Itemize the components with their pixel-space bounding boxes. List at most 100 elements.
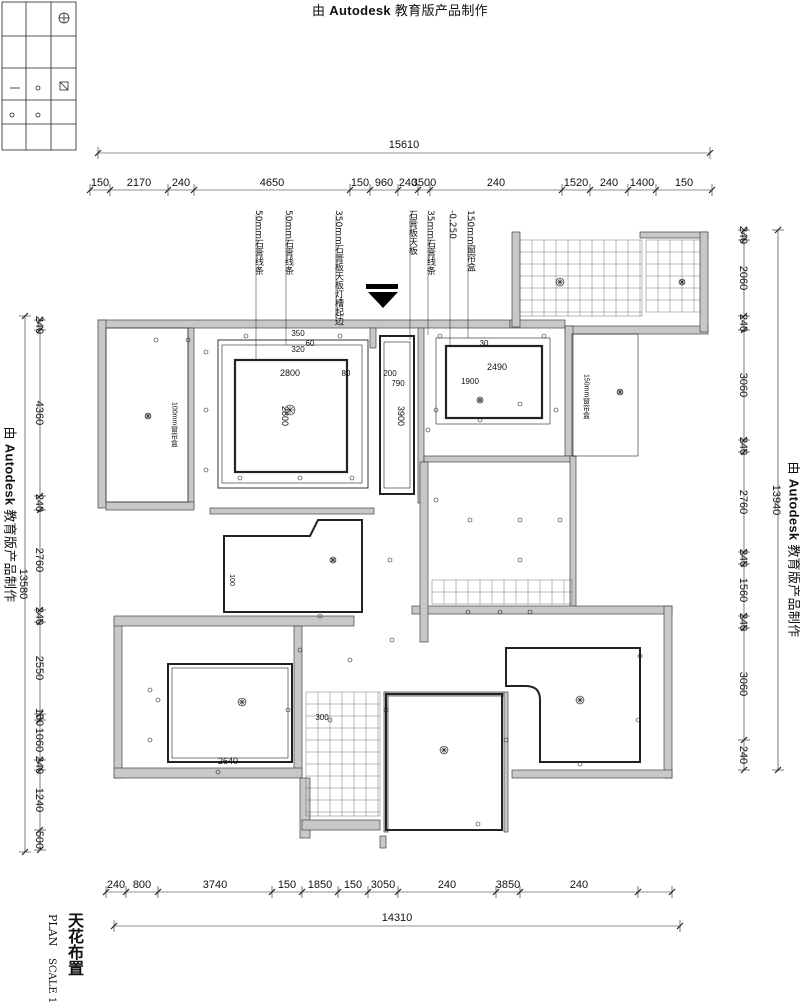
left-dim-seg-label: 2760: [33, 548, 45, 572]
top-dim-seg-label: 240: [172, 177, 190, 189]
right-dim-seg-label: 240: [737, 226, 749, 244]
bath2-tiles-frame: [306, 692, 380, 816]
kitchen-light-ray: [557, 282, 560, 285]
downlight: [388, 558, 392, 562]
legend-table: [2, 2, 76, 150]
living-ceiling-mid: [222, 345, 362, 483]
note-label: 35mm石膏线条: [425, 210, 436, 275]
elevation-marker: [366, 284, 398, 308]
bedroom-ceiling: [168, 664, 292, 762]
right-dim-seg-label: 3060: [737, 672, 749, 696]
balcony-room-light-ray: [148, 416, 150, 418]
room-dim-offset: 80: [342, 369, 351, 378]
balcony-room-light-ray: [146, 416, 148, 418]
study-light-ray: [333, 558, 335, 560]
left-dim-seg-label: 240: [33, 607, 45, 625]
right-dim-overall-label: 13940: [770, 485, 782, 516]
room-dim-offset: 1900: [461, 377, 479, 386]
dining-light-ray: [480, 398, 482, 400]
dining-light-ray: [480, 400, 482, 402]
top-dim-seg-label: 1400: [630, 177, 654, 189]
right-dim-seg-label: 240: [737, 314, 749, 332]
balcony-room-light-ray: [146, 414, 148, 416]
note-label: -0.250: [447, 210, 457, 239]
downlight: [204, 468, 208, 472]
room-dim-bedroom-w: 2640: [218, 756, 238, 766]
top-dim-seg-label: 1520: [564, 177, 588, 189]
downlight: [156, 698, 160, 702]
drawing-scale-label: SCALE 1: [46, 958, 57, 1003]
watermark-left: 由 Autodesk 教育版产品制作: [2, 355, 21, 675]
right-dim-seg-label: 240: [737, 437, 749, 455]
bottom-dim-seg-label: 240: [107, 879, 125, 891]
downlight: [518, 518, 522, 522]
study-ceiling: [224, 520, 362, 612]
bottom-dim-seg-label: 150: [278, 879, 296, 891]
downlight: [204, 408, 208, 412]
bottom-dim-overall-label: 14310: [382, 912, 413, 924]
note-label: 50mm石膏线条: [283, 210, 294, 275]
downlight: [350, 476, 354, 480]
ceiling-outlines: [106, 328, 640, 830]
room-dim-offset: 300: [315, 713, 329, 722]
downlight: [554, 408, 558, 412]
top-dim-seg-label: 240: [600, 177, 618, 189]
top-dim-seg-label: 4650: [260, 177, 284, 189]
bedroom-light-ray: [239, 702, 242, 705]
balcony-room-light-ray: [148, 414, 150, 416]
right-dim-seg-label: 240: [737, 746, 749, 764]
right-dim-seg-label: 1560: [737, 578, 749, 602]
left-dim-seg-label: 500: [33, 831, 45, 849]
downlight: [468, 518, 472, 522]
top-dim-seg-label: 2170: [127, 177, 151, 189]
balcony-light-ray: [680, 282, 682, 284]
bottom-dim-seg-label: 3050: [371, 879, 395, 891]
drawing-plan-label: PLAN: [46, 914, 59, 946]
note-label: 石膏板天板: [407, 210, 418, 256]
top-dim-seg-label: 150: [675, 177, 693, 189]
center-room-light-ray: [444, 747, 447, 750]
downlight: [148, 738, 152, 742]
dining-ceiling-outer: [436, 338, 550, 424]
downlight: [426, 428, 430, 432]
room-dim-living-w: 2800: [280, 368, 300, 378]
room-dim-offset: 790: [391, 379, 405, 388]
downlight: [244, 334, 248, 338]
room-dim-offset: 30: [480, 339, 489, 348]
downlight: [390, 638, 394, 642]
top-dim-overall-label: 15610: [389, 139, 420, 151]
room-dim-offset: 350: [291, 329, 305, 338]
downlight: [154, 338, 158, 342]
left-dim-seg-label: 2550: [33, 656, 45, 680]
downlight: [434, 498, 438, 502]
note-label: 150mm窗帘盒: [465, 210, 476, 272]
room-dim-strip-h: 3900: [396, 406, 406, 426]
watermark-right: 由 Autodesk 教育版产品制作: [786, 390, 800, 710]
center-room-light-ray: [444, 750, 447, 753]
bottom-dim-seg-label: 800: [133, 879, 151, 891]
room-dim-offset: 100: [228, 574, 235, 586]
center-room-light-ray: [441, 747, 444, 750]
left-dim-seg-label: 150: [33, 708, 45, 726]
kitchen-light-ray: [557, 279, 560, 282]
master-light-ray: [580, 700, 583, 703]
downlight: [298, 476, 302, 480]
downlight: [438, 334, 442, 338]
bottom-dim-seg-label: 3740: [203, 879, 227, 891]
study-light-ray: [331, 560, 333, 562]
room-dim-dining-w: 2490: [487, 362, 507, 372]
note-label: 350mm石膏板天板灯槽起边: [333, 210, 344, 327]
master-light-ray: [577, 697, 580, 700]
downlight: [204, 350, 208, 354]
right-dim-seg-label: 240: [737, 549, 749, 567]
top-dim-seg-label: 240: [487, 177, 505, 189]
downlight: [558, 518, 562, 522]
left-dim-seg-label: 4360: [33, 401, 45, 425]
drawing-title: 天花布置: [62, 912, 86, 976]
left-dim-seg-label: 240: [33, 494, 45, 512]
center-room-ceiling: [386, 694, 502, 830]
top-dim-seg-label: 960: [375, 177, 393, 189]
bottom-dim-seg-label: 240: [570, 879, 588, 891]
